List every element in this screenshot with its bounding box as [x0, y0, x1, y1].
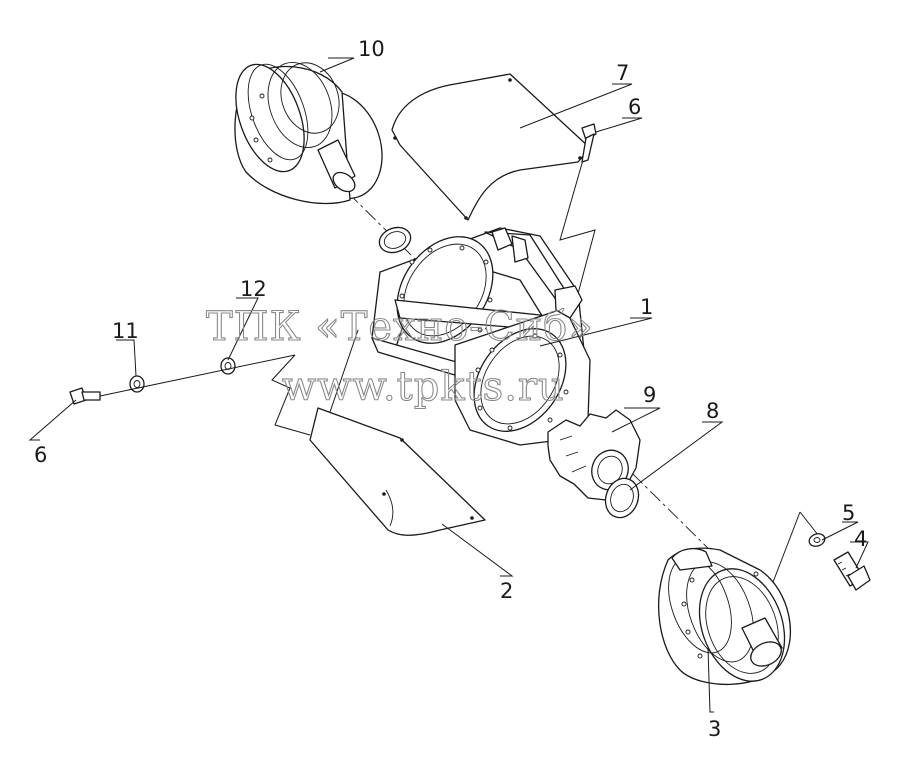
callout-12: 12: [240, 277, 267, 301]
center-axis: [329, 174, 721, 561]
watermark: ТПК «Техно-Сиб» www.tpkts.ru: [205, 303, 594, 410]
hub-upper: [234, 61, 383, 205]
washer-11: [129, 375, 145, 393]
callout-7: 7: [616, 61, 629, 85]
callout-4: 4: [854, 527, 867, 551]
cover-plate-top: [391, 73, 591, 221]
sprocket: [547, 409, 641, 501]
spacer-ring: [604, 477, 640, 519]
seal-ring-upper: [378, 226, 412, 254]
washer-12: [220, 357, 236, 375]
hub-lower: [658, 547, 792, 686]
callout-11: 11: [112, 319, 139, 343]
callout-2: 2: [500, 579, 513, 603]
watermark-company: ТПК «Техно-Сиб»: [206, 304, 594, 350]
callout-9: 9: [643, 383, 656, 407]
bolt-large: [833, 551, 871, 591]
screw-top: [581, 123, 597, 163]
washer-lower: [808, 533, 826, 547]
leader-lines: [28, 57, 869, 713]
watermark-url: www.tpkts.ru: [282, 364, 565, 410]
callout-3: 3: [708, 717, 721, 741]
callout-labels: 10 7 6 1 9 8 12 11 6 5 4 2 3: [34, 37, 867, 741]
callout-5: 5: [842, 501, 855, 525]
fastener-axis-left: [99, 354, 296, 397]
callout-1: 1: [640, 295, 653, 319]
callout-6-top: 6: [628, 95, 641, 119]
callout-10: 10: [358, 37, 385, 61]
screw-left: [69, 387, 101, 405]
cover-plate-bottom: [309, 407, 486, 536]
callout-8: 8: [706, 399, 719, 423]
callout-6-left: 6: [34, 443, 47, 467]
